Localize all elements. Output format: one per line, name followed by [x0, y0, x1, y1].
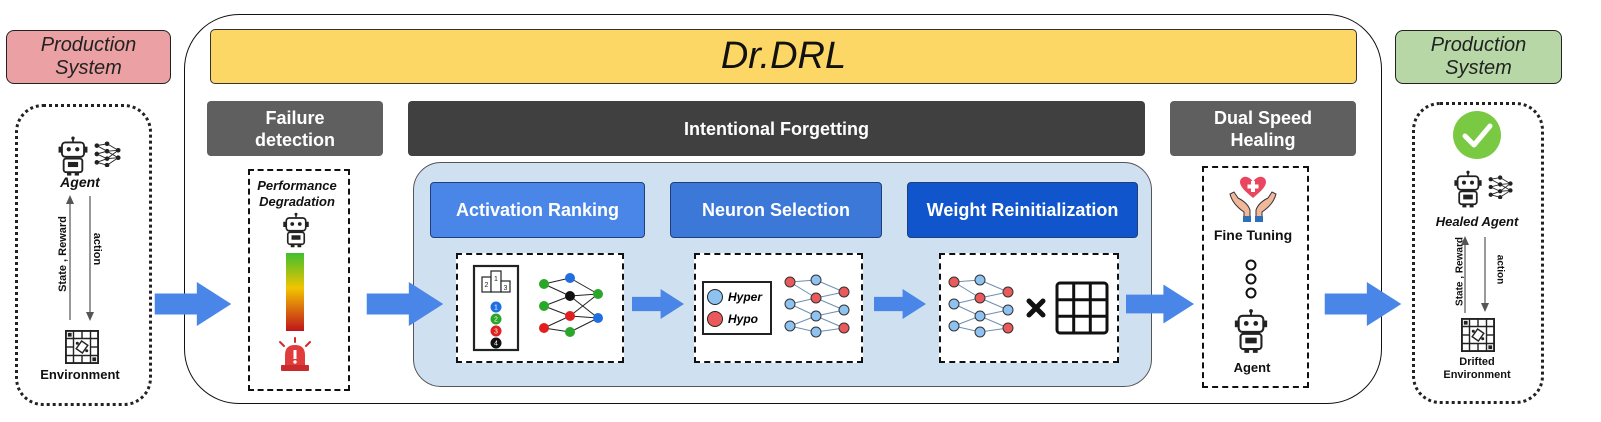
- flow-arrow-3: [632, 284, 684, 324]
- rank-circle-2: 2: [494, 317, 498, 324]
- flow-arrow-2: [366, 282, 444, 326]
- weight-reinitialization-step: Weight Reinitialization: [907, 182, 1138, 238]
- ranked-network-icon: [539, 273, 603, 337]
- degradation-gradient-bar: [286, 253, 304, 331]
- intentional-forgetting-title: Intentional Forgetting: [684, 118, 869, 139]
- intentional-forgetting-header: Intentional Forgetting: [408, 101, 1145, 156]
- reinit-network-icon: [948, 274, 1014, 338]
- healed-agent-network-icon: [1488, 175, 1514, 199]
- failure-detection-header: Failure detection: [207, 101, 383, 156]
- hyper-dot: [707, 289, 723, 305]
- activation-ranking-label: Activation Ranking: [455, 199, 620, 220]
- multiply-icon: [1026, 298, 1046, 318]
- left-agent-robot-icon: [56, 136, 90, 176]
- drdrl-banner: Dr.DRL: [210, 29, 1357, 84]
- fine-tuning-label: Fine Tuning: [1213, 227, 1293, 243]
- right-action-label: action: [1494, 254, 1506, 285]
- drifted-environment-label: Drifted Environment: [1443, 356, 1511, 381]
- left-environment-label: Environment: [40, 367, 120, 382]
- dual-speed-healing-title: Dual Speed Healing: [1213, 107, 1313, 150]
- left-environment-board-icon: [65, 330, 99, 364]
- right-production-system-title: Production System: [1395, 30, 1562, 84]
- right-production-system-title-text: Production System: [1430, 34, 1527, 79]
- failure-detection-title: Failure detection: [254, 107, 335, 150]
- ranking-podium-icon: 2 1 3 1 2 3 4: [472, 264, 520, 352]
- drifted-environment-board-icon: [1461, 318, 1495, 352]
- alarm-siren-icon: [279, 337, 311, 371]
- flow-arrow-5: [1126, 282, 1194, 326]
- left-action-label: action: [91, 232, 103, 266]
- flow-arrow-4: [874, 284, 926, 324]
- healed-agent-label: Healed Agent: [1435, 214, 1519, 229]
- dual-speed-healing-header: Dual Speed Healing: [1170, 101, 1356, 156]
- performance-degradation-label: Performance Degradation: [257, 178, 337, 209]
- flow-arrow-6: [1322, 282, 1404, 326]
- healing-agent-label: Agent: [1233, 360, 1271, 375]
- podium-rank-3: 3: [504, 285, 508, 292]
- weight-reinitialization-label: Weight Reinitialization: [926, 199, 1119, 220]
- progress-dots-icon: [1245, 259, 1257, 299]
- rank-circle-1: 1: [494, 305, 498, 312]
- drdrl-frame: [184, 14, 1382, 404]
- left-loop-arrows: [66, 195, 94, 321]
- left-agent-label: Agent: [60, 174, 100, 190]
- left-agent-network-icon: [94, 141, 122, 167]
- healed-agent-robot-icon: [1452, 170, 1484, 208]
- hyper-label: Hyper: [728, 290, 763, 304]
- drdrl-title: Dr.DRL: [720, 35, 847, 77]
- right-state-reward-label: State , Reward: [1454, 237, 1466, 306]
- healed-check-icon: [1453, 111, 1501, 159]
- degraded-agent-robot-icon: [281, 212, 311, 248]
- podium-rank-2: 2: [485, 282, 489, 289]
- podium-rank-1: 1: [494, 276, 498, 283]
- healing-hands-icon: [1229, 176, 1277, 222]
- left-state-reward-label: State , Reward: [57, 216, 69, 292]
- right-loop-arrows: [1461, 236, 1489, 313]
- neuron-selection-step: Neuron Selection: [670, 182, 882, 238]
- weight-grid-icon: [1055, 281, 1109, 335]
- rank-circle-3: 3: [494, 329, 498, 336]
- hypo-label: Hypo: [728, 312, 758, 326]
- left-production-system-title: Production System: [6, 30, 171, 84]
- neuron-selection-label: Neuron Selection: [701, 199, 851, 220]
- flow-arrow-1: [154, 282, 232, 326]
- left-production-system-title-text: Production System: [40, 34, 137, 79]
- rank-circle-4: 4: [494, 341, 498, 348]
- selected-network-icon: [784, 274, 850, 338]
- activation-ranking-step: Activation Ranking: [430, 182, 645, 238]
- healing-agent-robot-icon: [1232, 308, 1270, 354]
- hypo-dot: [707, 311, 723, 327]
